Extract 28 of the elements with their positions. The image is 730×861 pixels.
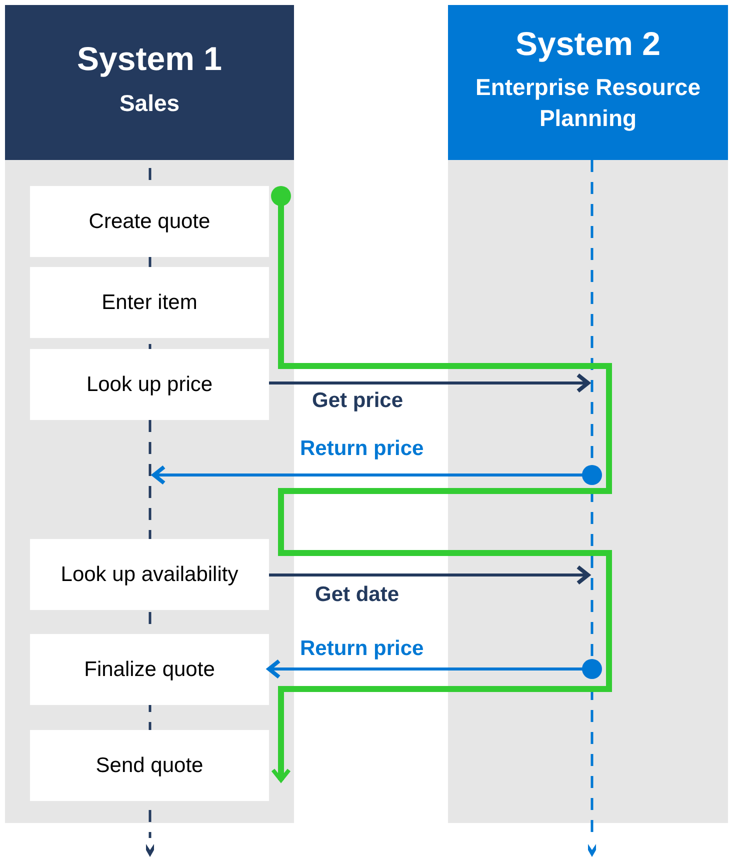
edge-label: Return price bbox=[300, 436, 424, 462]
activity-label: Enter item bbox=[102, 290, 198, 316]
activity-label: Look up availability bbox=[60, 562, 238, 588]
lane-header bbox=[5, 5, 294, 160]
activity-label: Finalize quote bbox=[84, 656, 215, 683]
activity-label: Look up price bbox=[86, 372, 213, 398]
lifeline-segment bbox=[146, 420, 154, 539]
activity-label: Create quote bbox=[88, 208, 210, 235]
activity-box bbox=[30, 539, 269, 610]
lane-header bbox=[448, 5, 728, 160]
activity-box bbox=[30, 267, 269, 338]
message-arrow bbox=[152, 465, 602, 485]
activity-box bbox=[30, 634, 269, 705]
message-arrow bbox=[269, 373, 590, 393]
activity-box bbox=[30, 730, 269, 801]
lane-subtitle: Enterprise Resource Planning bbox=[474, 73, 702, 134]
activity-box bbox=[30, 349, 269, 420]
lane-subtitle: Sales bbox=[118, 88, 181, 118]
message-arrow bbox=[267, 659, 602, 679]
message-arrow bbox=[269, 565, 590, 585]
activity-box bbox=[30, 186, 269, 257]
edge-label: Get date bbox=[315, 582, 400, 608]
activity-label: Send quote bbox=[96, 752, 204, 779]
lane-title: System 2 bbox=[516, 24, 660, 64]
edge-label: Return price bbox=[300, 636, 424, 662]
lane-title: System 1 bbox=[77, 39, 222, 80]
process-flow-arrow bbox=[271, 186, 612, 782]
edge-label: Get price bbox=[312, 388, 404, 414]
